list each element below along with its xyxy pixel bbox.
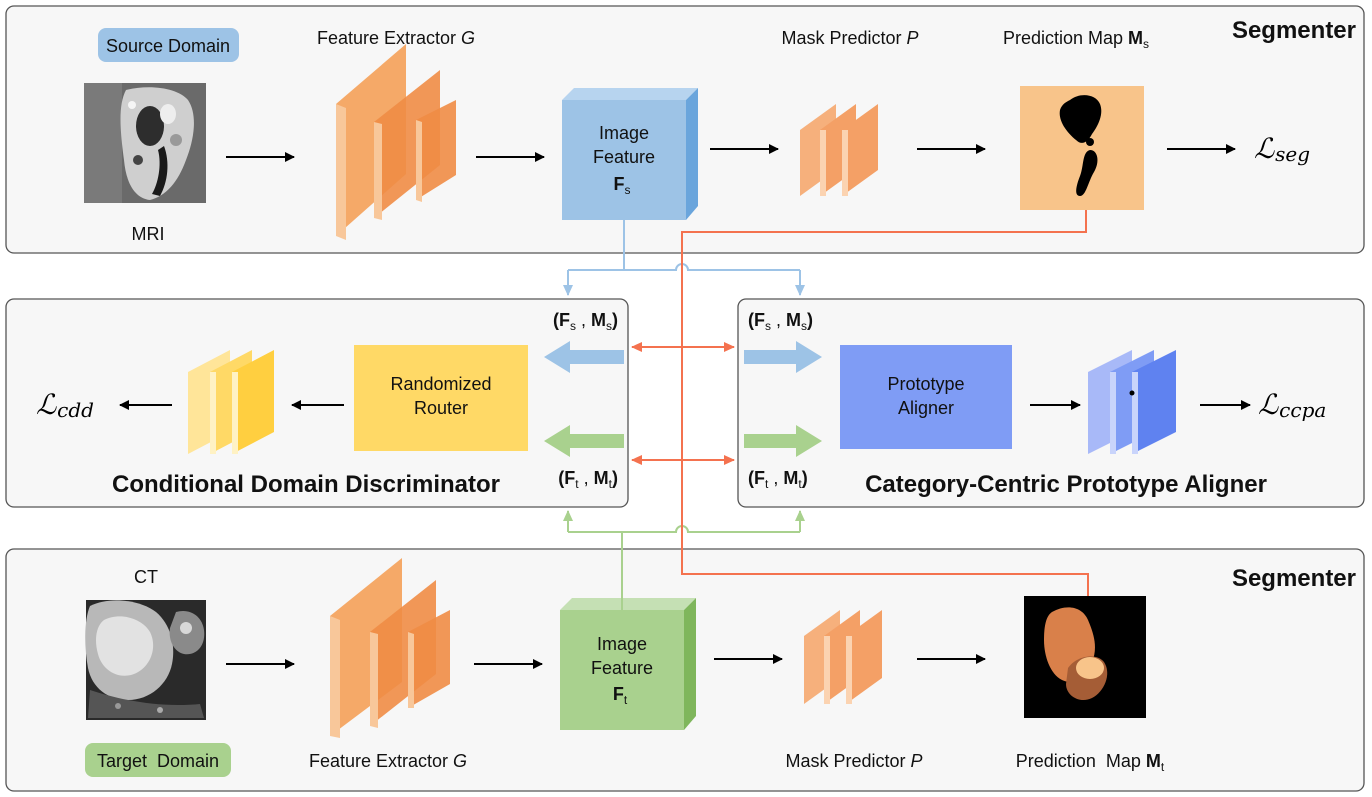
aligner-line1: Prototype — [887, 374, 964, 394]
ccpa-target-pair: (Ft , Mt) — [748, 468, 808, 491]
source-feature-extractor — [336, 44, 456, 240]
source-domain-badge-label: Source Domain — [106, 36, 230, 56]
source-feature-line1: Image — [599, 123, 649, 143]
target-domain-badge-label: Target Domain — [97, 751, 219, 771]
source-extractor-label: Feature Extractor G — [317, 28, 475, 48]
router-line2: Router — [414, 398, 468, 418]
target-segmenter-title: Segmenter — [1232, 565, 1356, 592]
source-prediction-map — [1020, 86, 1144, 210]
cdd-panel: Conditional Domain Discriminator (Fs , M… — [5, 298, 629, 508]
target-feature-extractor — [330, 558, 450, 738]
source-mask-label: Mask Predictor P — [781, 28, 918, 48]
ccpa-panel: Category-Centric Prototype Aligner (Fs ,… — [737, 298, 1365, 508]
target-feature-line1: Image — [597, 634, 647, 654]
target-domain-badge — [85, 743, 231, 777]
aligner-line2: Aligner — [898, 398, 954, 418]
router-line1: Randomized — [390, 374, 491, 394]
target-feature-symbol: Ft — [613, 684, 628, 707]
prediction-map-connectors — [631, 210, 1089, 596]
ccpa-target-input-arrow — [744, 425, 822, 457]
cdd-source-pair: (Fs , Ms) — [553, 310, 618, 333]
cdd-source-input-arrow — [544, 341, 624, 373]
source-feature-symbol: Fs — [614, 174, 631, 197]
source-mask-predictor — [800, 104, 878, 196]
target-segmenter-panel: Segmenter CT Target Domain Feature Extra… — [5, 548, 1365, 792]
target-prediction-map — [1024, 596, 1146, 718]
cdd-target-input-arrow — [544, 425, 624, 457]
ccpa-source-input-arrow — [744, 341, 822, 373]
target-prediction-label: Prediction Map Mt — [1016, 751, 1165, 774]
source-feature-line2: Feature — [593, 147, 655, 167]
ct-caption: CT — [134, 567, 158, 587]
ccpa-loss: ℒccpa — [1258, 388, 1326, 422]
target-image-feature-cube — [560, 598, 696, 730]
target-mask-label: Mask Predictor P — [785, 751, 922, 771]
ccpa-source-pair: (Fs , Ms) — [748, 310, 813, 333]
ct-image — [85, 600, 206, 720]
cdd-loss: ℒcdd — [36, 388, 94, 422]
target-extractor-label: Feature Extractor G — [309, 751, 467, 771]
source-segmenter-panel: Segmenter Source Domain MRI Feature Extr — [5, 5, 1365, 254]
source-segmenter-title: Segmenter — [1232, 17, 1356, 44]
source-image-feature-cube — [562, 88, 698, 220]
cdd-title: Conditional Domain Discriminator — [112, 471, 500, 498]
mri-image — [84, 83, 206, 203]
cdd-yellow-feature-stack — [188, 350, 274, 454]
cdd-target-pair: (Ft , Mt) — [558, 468, 618, 491]
target-feature-line2: Feature — [591, 658, 653, 678]
target-mask-predictor — [804, 610, 882, 704]
seg-loss: ℒseg — [1254, 132, 1310, 166]
prototype-aligner — [840, 345, 1012, 449]
source-domain-badge — [98, 28, 239, 62]
randomized-router — [354, 345, 528, 451]
mri-caption: MRI — [132, 224, 165, 244]
ccpa-blue-feature-stack — [1088, 350, 1176, 454]
ccpa-title: Category-Centric Prototype Aligner — [865, 471, 1267, 498]
source-prediction-label: Prediction Map Ms — [1003, 28, 1149, 51]
